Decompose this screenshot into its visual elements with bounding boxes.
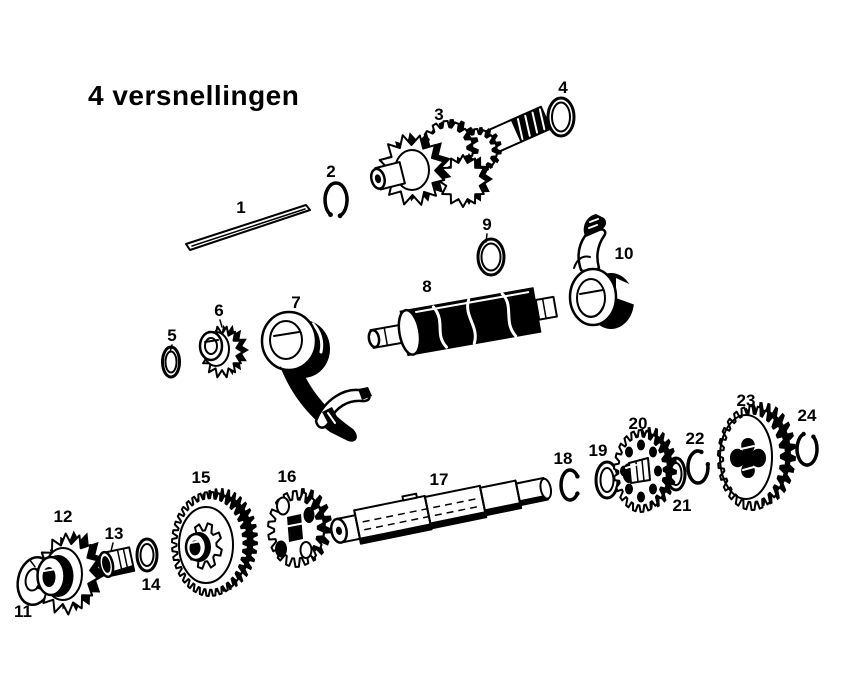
part-label-1: 1 [236,198,245,217]
part-7-shift-fork [260,310,372,442]
part-label-11: 11 [14,602,32,621]
part-label-3: 3 [434,105,443,124]
part-label-10: 10 [615,244,634,263]
part-label-8: 8 [422,277,431,296]
part-16-sliding-gear [267,488,332,568]
part-label-2: 2 [326,162,335,181]
part-22-circlip [686,449,710,485]
part-label-22: 22 [686,429,705,448]
part-label-17: 17 [430,470,449,489]
part-3-input-shaft-gear-cluster [369,105,552,208]
part-8-shift-drum [367,287,558,357]
part-2-circlip [323,181,349,219]
part-label-15: 15 [192,468,211,487]
part-5-o-ring [161,345,181,379]
part-label-13: 13 [105,524,124,543]
part-6-sprocket-gear [198,324,249,379]
part-label-24: 24 [798,406,817,425]
part-label-21: 21 [673,496,692,515]
part-number-labels: 1 2 3 4 5 6 7 8 9 10 11 12 13 14 15 16 1… [14,78,817,621]
part-4-o-ring [546,96,576,138]
part-label-23: 23 [737,391,756,410]
part-label-12: 12 [54,507,73,526]
part-9-o-ring [476,237,506,277]
part-1-selector-rod [185,204,311,251]
part-17-output-shaft [330,476,553,545]
part-20-drilled-gear [613,427,677,513]
part-14-seal-ring [135,537,159,573]
part-label-7: 7 [291,293,300,312]
part-24-circlip [795,431,819,467]
part-13-spacer-bushing [98,546,136,579]
part-23-large-gear [717,402,796,511]
part-label-14: 14 [142,575,161,594]
part-label-19: 19 [589,441,608,460]
part-label-9: 9 [482,215,491,234]
part-18-circlip [559,468,580,502]
part-label-18: 18 [554,449,573,468]
part-12-chain-sprocket [35,530,106,616]
label-leader-lines [110,233,488,552]
part-label-6: 6 [214,301,223,320]
part-label-16: 16 [278,467,297,486]
part-label-20: 20 [629,414,648,433]
part-label-4: 4 [558,78,568,97]
page-title: 4 versnellingen [88,80,300,111]
part-15-large-gear [171,488,258,597]
part-label-5: 5 [167,326,176,345]
part-10-shift-fork [568,214,638,329]
part-21-ring [665,456,687,492]
